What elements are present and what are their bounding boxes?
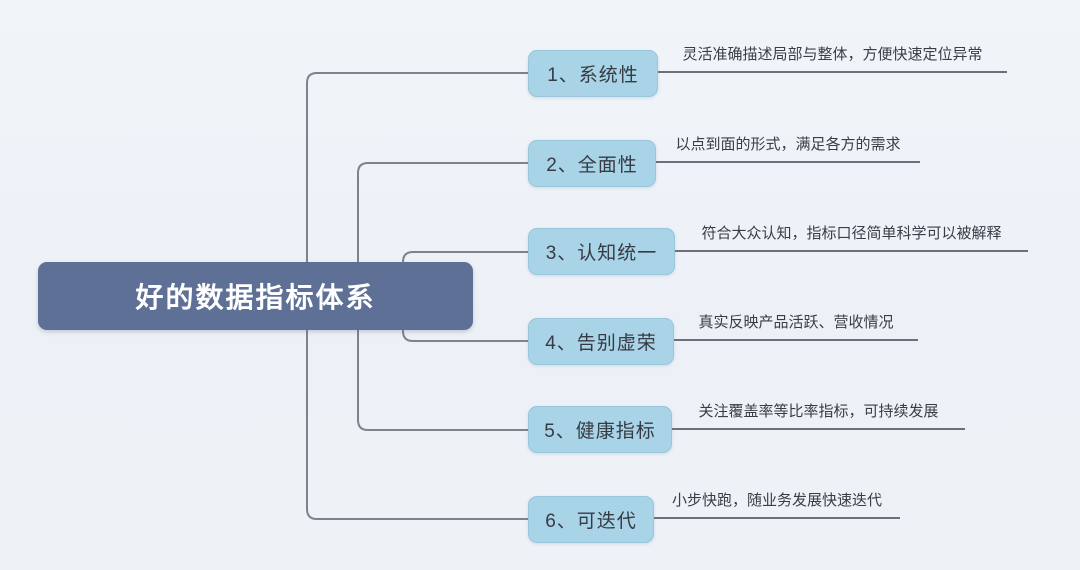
- branch-node-3[interactable]: 3、认知统一: [528, 228, 675, 275]
- root-topic-label: 好的数据指标体系: [135, 282, 376, 313]
- branch-label-5: 5、健康指标: [544, 421, 656, 442]
- connector-branch-2: [357, 162, 528, 296]
- branch-node-4[interactable]: 4、告别虚荣: [528, 318, 674, 365]
- branch-description-2[interactable]: 以点到面的形式，满足各方的需求: [656, 135, 920, 163]
- connector-branch-6: [306, 296, 528, 520]
- connector-branch-3: [402, 251, 528, 296]
- branch-description-3[interactable]: 符合大众认知，指标口径简单科学可以被解释: [675, 224, 1028, 252]
- branch-description-1[interactable]: 灵活准确描述局部与整体，方便快速定位异常: [658, 45, 1007, 73]
- branch-label-3: 3、认知统一: [545, 243, 658, 264]
- branch-node-2[interactable]: 2、全面性: [528, 140, 656, 187]
- branch-node-1[interactable]: 1、系统性: [528, 50, 658, 97]
- connector-branch-1: [306, 72, 528, 296]
- connector-branch-5: [357, 296, 528, 431]
- branch-label-2: 2、全面性: [546, 155, 638, 176]
- branch-description-6[interactable]: 小步快跑，随业务发展快速迭代: [654, 491, 900, 519]
- root-topic-node[interactable]: 好的数据指标体系: [38, 262, 473, 330]
- branch-description-4[interactable]: 真实反映产品活跃、营收情况: [674, 313, 918, 341]
- branch-node-5[interactable]: 5、健康指标: [528, 406, 672, 453]
- branch-description-5[interactable]: 关注覆盖率等比率指标，可持续发展: [672, 402, 965, 430]
- branch-label-1: 1、系统性: [547, 65, 639, 86]
- branch-label-6: 6、可迭代: [545, 511, 637, 532]
- branch-node-6[interactable]: 6、可迭代: [528, 496, 654, 543]
- connector-branch-4: [402, 296, 528, 342]
- branch-label-4: 4、告别虚荣: [545, 333, 657, 354]
